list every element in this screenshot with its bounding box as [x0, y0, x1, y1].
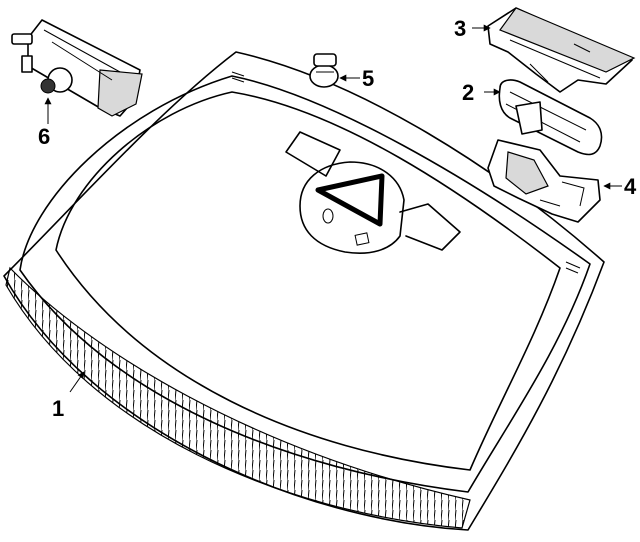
- camera-bracket: [97, 69, 143, 117]
- mirror-mount-area: [285, 131, 341, 177]
- rain-sensor: [309, 53, 339, 88]
- windshield-inner-band: [55, 91, 561, 471]
- mirror-stem: [515, 101, 543, 135]
- corner-mark-left: [231, 71, 245, 83]
- camera-connector: [11, 33, 33, 45]
- corner-mark-right: [565, 261, 581, 274]
- sensor-circle-mark: [322, 208, 334, 224]
- mirror-glass: [498, 79, 603, 156]
- windshield-inner-edge: [19, 75, 591, 493]
- callout-2: 2: [462, 80, 474, 105]
- callout-3: 3: [454, 16, 466, 41]
- side-pad-area: [399, 203, 461, 251]
- warning-triangle-symbol: [315, 173, 385, 227]
- bracket-inner: [505, 151, 549, 195]
- callout-6: 6: [38, 124, 50, 149]
- camera-lens-inner: [40, 78, 56, 94]
- sensor-pad-area: [299, 161, 405, 254]
- windshield: [3, 51, 605, 531]
- bracket-detail: [539, 181, 585, 207]
- rain-sensor-cap: [313, 53, 337, 67]
- mirror-cover-detail: [509, 39, 601, 83]
- callout-5: 5: [362, 66, 374, 91]
- windshield-frit-band: [5, 266, 471, 529]
- rearview-mirror: [498, 79, 603, 156]
- mirror-cover-face: [499, 7, 636, 73]
- sensor-square-mark: [354, 232, 370, 246]
- rain-sensor-body: [309, 64, 339, 88]
- callout-4: 4: [624, 174, 637, 199]
- camera-detail: [43, 29, 121, 81]
- camera-module: [11, 19, 143, 117]
- leader-1: [69, 371, 85, 393]
- mirror-cover: [487, 7, 636, 93]
- mirror-bracket: [487, 139, 601, 223]
- callout-1: 1: [52, 396, 64, 421]
- camera-tab: [21, 55, 33, 73]
